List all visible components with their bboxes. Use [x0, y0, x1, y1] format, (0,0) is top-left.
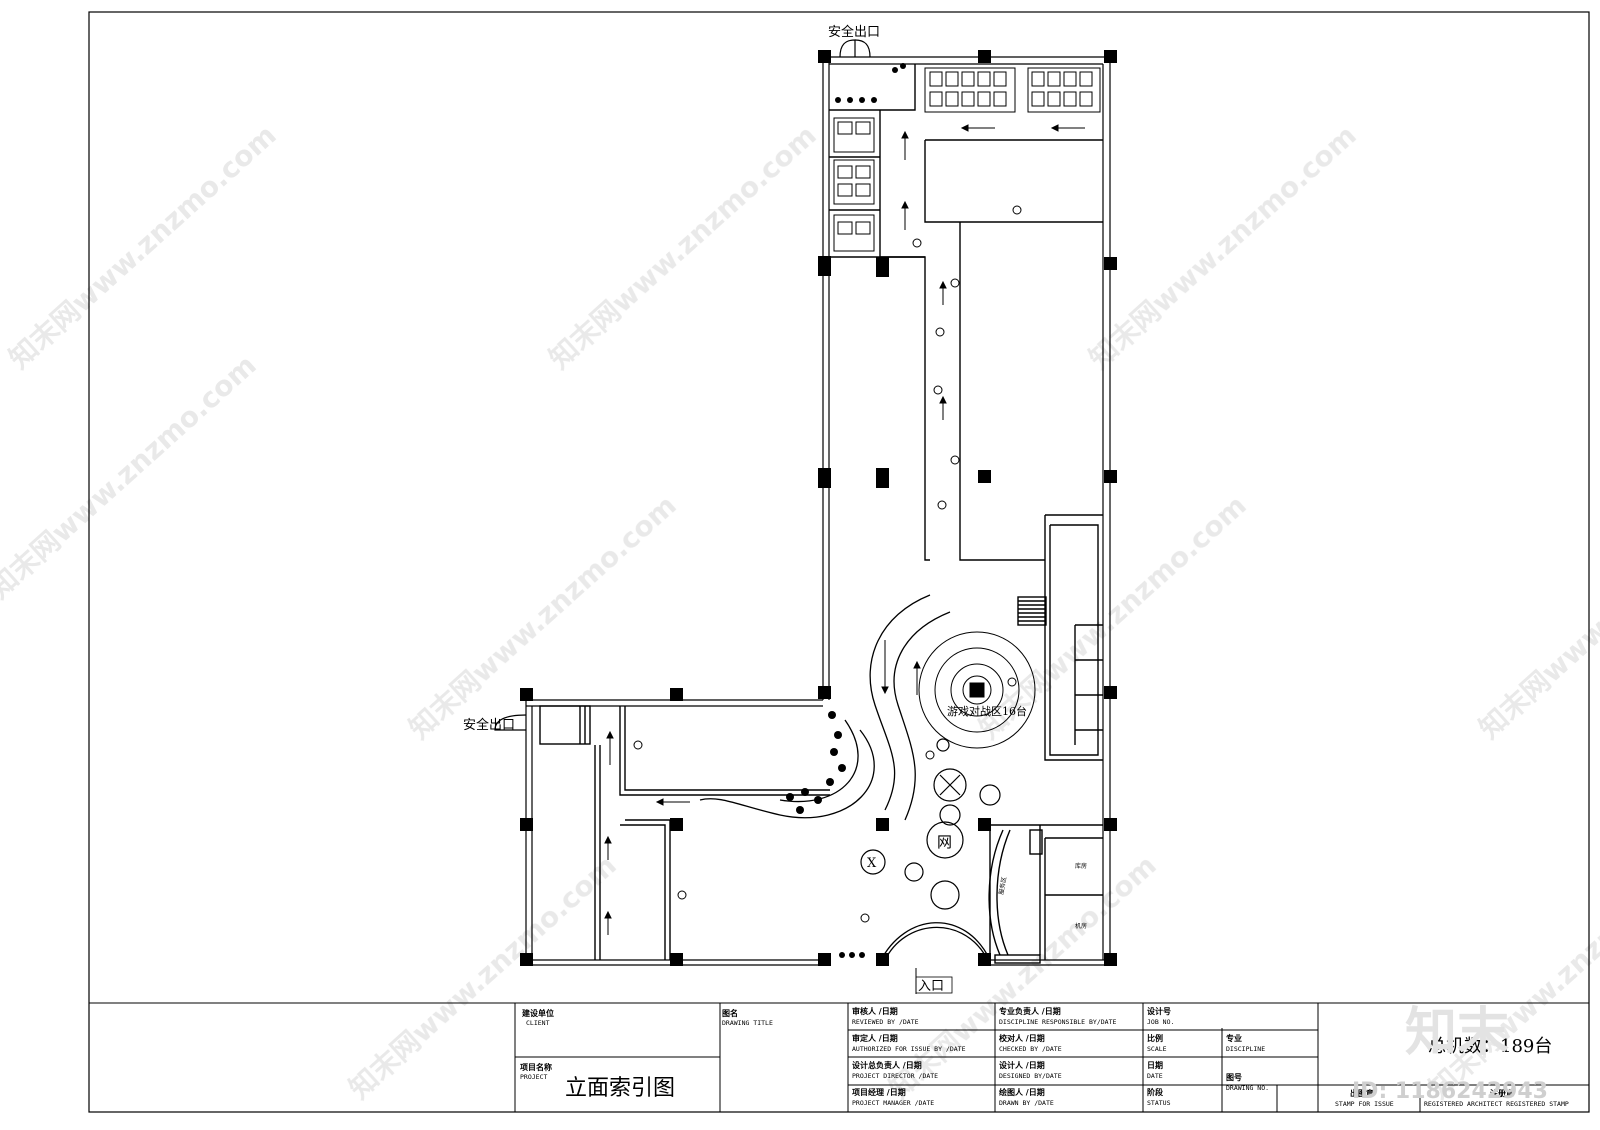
title-block-text: 建设单位 CLIENT 项目名称 PROJECT 立面索引图 图名 DRAWIN…	[520, 1006, 1569, 1108]
discipline-resp-en: DISCIPLINE RESPONSIBLE BY/DATE	[999, 1018, 1116, 1026]
stamp-issue-cn: 出图章	[1350, 1088, 1374, 1098]
authorized-en: AUTHORIZED FOR ISSUE BY /DATE	[852, 1045, 966, 1053]
drawing-title: 立面索引图	[565, 1076, 675, 1101]
game-zone-label: 游戏对战区16台	[947, 704, 1027, 718]
drawn-cn: 绘图人 /日期	[999, 1087, 1045, 1097]
director-en: PROJECT DIRECTOR /DATE	[852, 1072, 938, 1080]
drawn-en: DRAWN BY /DATE	[999, 1099, 1054, 1107]
stamp-issue-en: STAMP FOR ISSUE	[1335, 1100, 1394, 1108]
job-no-cn: 设计号	[1147, 1006, 1171, 1016]
exit-doors	[494, 39, 871, 731]
designed-en: DESIGNED BY/DATE	[999, 1072, 1062, 1080]
watermark-logo: 知末	[1405, 1003, 1509, 1063]
structural-columns	[520, 50, 1117, 966]
entrance-door	[879, 922, 991, 963]
project-en: PROJECT	[520, 1073, 547, 1081]
status-cn: 阶段	[1147, 1087, 1163, 1097]
checked-en: CHECKED BY /DATE	[999, 1045, 1062, 1053]
exit-label-top: 安全出口	[828, 24, 880, 40]
entrance-label: 入口	[918, 979, 944, 994]
stamp-architect-cn: 注册章	[1490, 1088, 1514, 1098]
watermark-text: 知末网www.znzmo.com	[0, 348, 263, 605]
watermark-id: ID: 1186242943	[1352, 1079, 1548, 1104]
watermark-text: 知末网www.znzmo.com	[3, 118, 283, 375]
plants	[786, 63, 906, 958]
scale-en: SCALE	[1147, 1045, 1167, 1053]
discipline-en: DISCIPLINE	[1226, 1045, 1265, 1053]
discipline-resp-cn: 专业负责人 /日期	[999, 1006, 1061, 1016]
manager-cn: 项目经理 /日期	[852, 1087, 906, 1097]
drawing-no-en: DRAWING NO.	[1226, 1084, 1269, 1092]
service-desk	[988, 829, 1043, 964]
watermark-text: 知末网www.znzmo.com	[1423, 848, 1600, 1105]
watermark-text: 知末网www.znzmo.com	[343, 848, 623, 1105]
date-en: DATE	[1147, 1072, 1163, 1080]
checked-cn: 校对人 /日期	[999, 1033, 1045, 1043]
date-cn: 日期	[1147, 1060, 1163, 1070]
elevation-markers	[633, 205, 1022, 923]
total-machines: 总机数：189台	[1428, 1036, 1552, 1057]
stamp-architect-en: REGISTERED ARCHITECT REGISTERED STAMP	[1424, 1100, 1569, 1108]
curved-counter	[699, 594, 951, 821]
project-cn: 项目名称	[520, 1062, 552, 1072]
service-desk-label: 服务区	[997, 876, 1008, 895]
direction-arrows	[604, 124, 1085, 935]
room-label-2: 机房	[1075, 922, 1087, 930]
job-no-en: JOB NO.	[1147, 1018, 1174, 1026]
authorized-cn: 审定人 /日期	[852, 1033, 898, 1043]
manager-en: PROJECT MANAGER /DATE	[852, 1099, 934, 1107]
scale-cn: 比例	[1147, 1033, 1163, 1043]
reviewed-en: REVIEWED BY /DATE	[852, 1018, 919, 1026]
room-label-1: 库房	[1075, 862, 1087, 870]
drawing-title-cn: 图名	[722, 1008, 738, 1018]
computer-stations	[833, 67, 1101, 252]
round-tables	[860, 738, 1001, 910]
game-zone	[918, 631, 1036, 749]
x-sign: X	[867, 856, 877, 871]
sheet-border	[88, 11, 1590, 1113]
interior-walls	[539, 64, 1103, 960]
watermark-text: 知末网www.znzmo.com	[543, 118, 823, 375]
net-sign: 网	[937, 833, 952, 851]
exit-label-left: 安全出口	[463, 717, 515, 733]
building-outline	[525, 56, 1111, 966]
title-block	[89, 1002, 1589, 1112]
client-en: CLIENT	[526, 1019, 550, 1027]
watermark-text: 知末网www.znzmo.com	[1473, 488, 1600, 745]
discipline-cn: 专业	[1226, 1033, 1242, 1043]
designed-cn: 设计人 /日期	[999, 1060, 1045, 1070]
status-en: STATUS	[1147, 1099, 1171, 1107]
drawing-no-cn: 图号	[1226, 1073, 1242, 1082]
watermark-text: 知末网www.znzmo.com	[1083, 118, 1363, 375]
director-cn: 设计总负责人 /日期	[852, 1060, 922, 1070]
reviewed-cn: 审核人 /日期	[852, 1006, 898, 1016]
drawing-title-en: DRAWING TITLE	[722, 1019, 773, 1027]
watermark-layer: 知末网www.znzmo.com 知末网www.znzmo.com 知末网www…	[0, 118, 1600, 1105]
client-cn: 建设单位	[521, 1008, 554, 1018]
